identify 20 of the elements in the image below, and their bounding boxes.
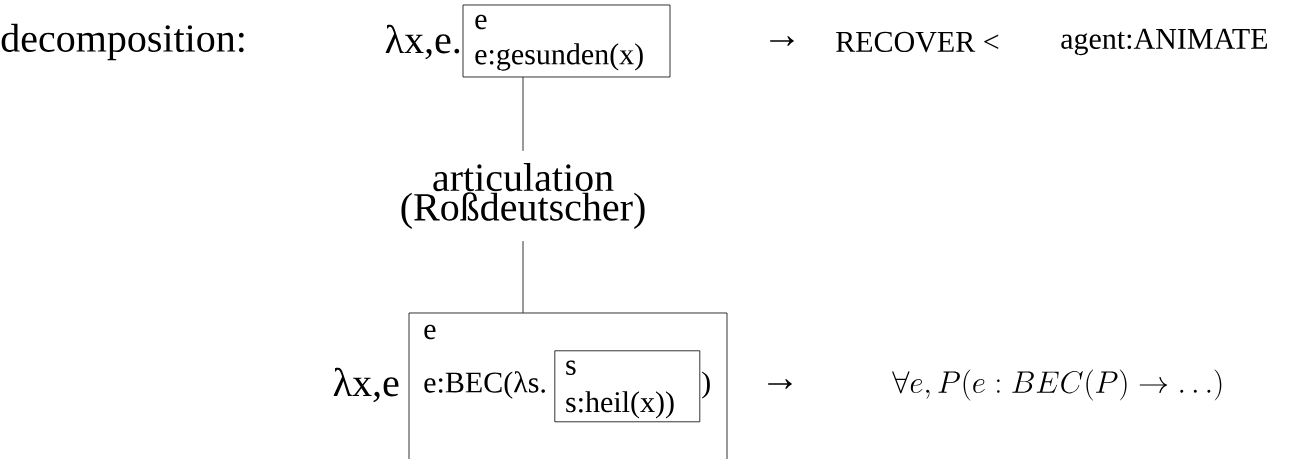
label-text: decomposition: [1,23,244,61]
drs-box [408,312,728,459]
drs-condition: e [424,324,436,340]
arrow-symbol: → [770,36,794,46]
drs-box [462,4,671,78]
drs-condition: ) [702,371,710,399]
connector-line [522,240,524,314]
drs-condition: e [475,14,487,30]
drs-condition: s [566,360,576,375]
nested-drs-box [554,350,701,423]
drs-condition: s:heil(x)) [566,391,674,419]
label-text: RECOVER < [836,31,999,53]
drs-condition: e:BEC(λs. [424,371,545,399]
arrow-symbol: → [768,379,792,389]
annotation-text: articulation (Roßdeutscher) [401,163,645,229]
drs-condition: e:gesunden(x) [475,43,643,71]
lambda-prefix: λx,e [333,367,399,403]
label-text: agent:ANIMATE [1061,28,1267,56]
formula: $\forall e, P(e : BEC(P) \to \ldots)$ [892,369,1222,401]
connector-line [522,76,524,152]
